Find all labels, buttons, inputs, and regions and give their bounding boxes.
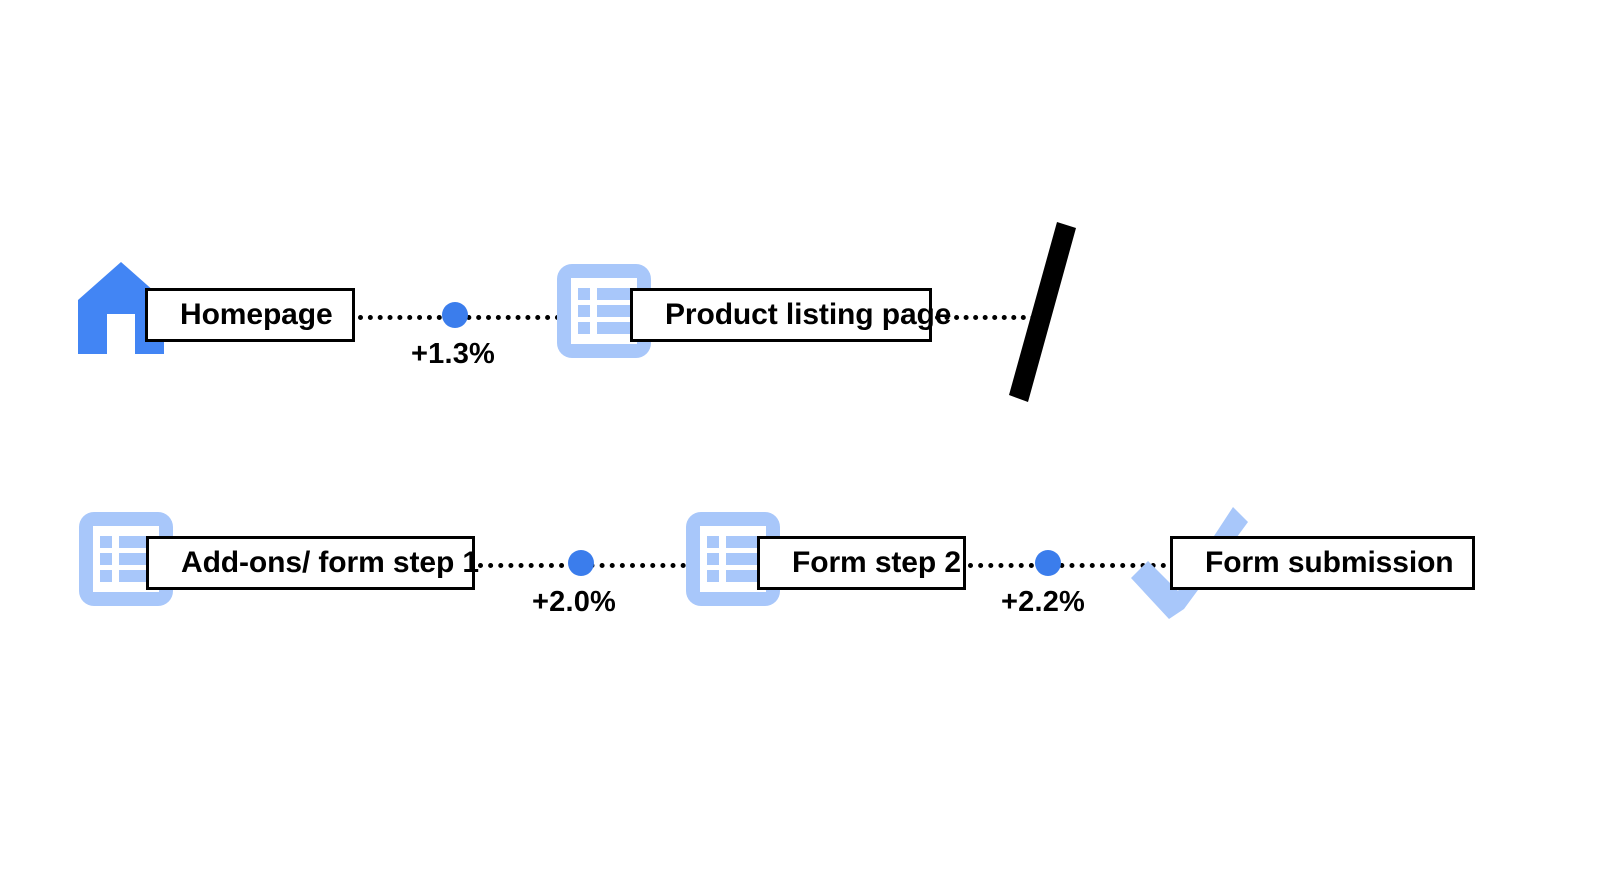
list-document-icon-product-listing xyxy=(557,264,651,358)
node-add-ons-form-step-1[interactable]: Add-ons/ form step 1 xyxy=(146,536,479,590)
diagonal-slash-icon xyxy=(1000,222,1085,402)
list-document-icon-form-step-2 xyxy=(686,512,780,606)
connector-product-listing-to-slash xyxy=(935,315,1045,320)
node-form-step-2[interactable]: Form step 2 xyxy=(757,536,966,590)
home-icon xyxy=(78,262,164,354)
metric-dot-2 xyxy=(568,550,594,576)
node-add-ons-form-step-1-label: Add-ons/ form step 1 xyxy=(181,546,480,579)
metric-label-3: +2.2% xyxy=(1001,586,1086,618)
node-form-submission[interactable]: Form submission xyxy=(1170,536,1475,590)
checkmark-icon xyxy=(1131,507,1248,619)
metric-label-2: +2.0% xyxy=(532,586,617,618)
node-homepage-label: Homepage xyxy=(180,298,333,331)
metric-label-1: +1.3% xyxy=(411,338,496,370)
node-form-submission-label: Form submission xyxy=(1205,546,1454,579)
node-product-listing-page[interactable]: Product listing page xyxy=(630,288,951,342)
node-form-step-2-label: Form step 2 xyxy=(792,546,961,579)
node-homepage[interactable]: Homepage xyxy=(145,288,355,342)
connector-form-step-2-to-submission xyxy=(968,563,1166,568)
metric-dot-3 xyxy=(1035,550,1061,576)
metric-dot-1 xyxy=(442,302,468,328)
node-product-listing-page-label: Product listing page xyxy=(665,298,952,331)
